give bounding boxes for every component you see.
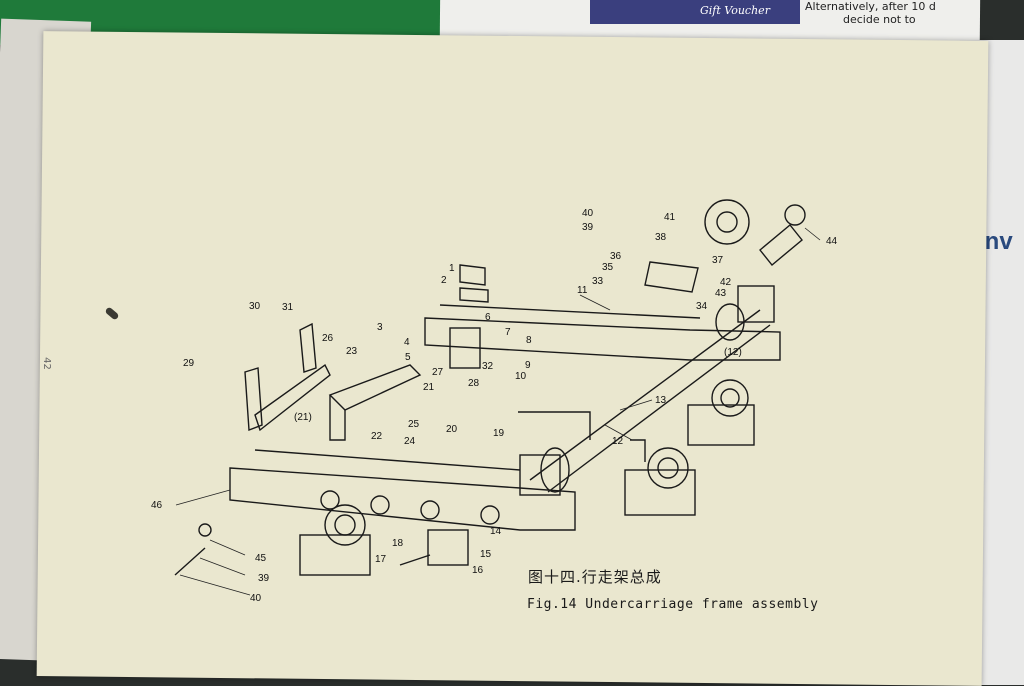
figure-caption-english: Fig.14 Undercarriage frame assembly <box>527 597 819 612</box>
label-40-top: 40 <box>582 208 594 219</box>
label-18: 18 <box>392 538 404 549</box>
label-24: 24 <box>404 436 416 447</box>
frame-hole-2 <box>370 495 390 515</box>
shaft-end-lower <box>540 447 570 493</box>
corner-note-line1: Alternatively, after 10 d <box>805 0 936 13</box>
label-36: 36 <box>610 251 622 262</box>
figure-caption-chinese: 图十四.行走架总成 <box>528 568 662 586</box>
flange-16 <box>427 529 469 566</box>
label-9: 9 <box>525 360 531 371</box>
diagram-strokes <box>174 199 806 576</box>
label-35: 35 <box>602 262 614 273</box>
leader-lines <box>175 227 821 596</box>
bolt-17 <box>399 554 431 566</box>
label-30: 30 <box>249 301 261 312</box>
label-33: 33 <box>592 276 604 287</box>
label-29: 29 <box>183 358 195 369</box>
voucher-text: Gift Voucher <box>700 4 770 17</box>
label-2: 2 <box>441 275 447 286</box>
frame-hole-1 <box>320 490 340 510</box>
label-21: 21 <box>423 382 435 393</box>
label-46: 46 <box>151 500 163 511</box>
bearing-block-2 <box>624 447 696 516</box>
label-4: 4 <box>404 337 410 348</box>
bearing-block-1 <box>299 504 371 576</box>
label-14: 14 <box>490 526 502 537</box>
plate-42 <box>644 261 699 293</box>
part-1 <box>459 264 486 286</box>
bracket-12 <box>518 411 646 462</box>
side-plate <box>254 363 331 432</box>
bolt-40-bottom <box>174 547 206 576</box>
label-22: 22 <box>371 431 383 442</box>
label-45: 45 <box>255 553 267 564</box>
label-16: 16 <box>472 565 484 576</box>
label-37: 37 <box>712 255 724 266</box>
label-28: 28 <box>468 378 480 389</box>
part-2 <box>459 287 489 303</box>
label-19: 19 <box>493 428 505 439</box>
housing-5 <box>449 327 481 369</box>
label-1: 1 <box>449 263 455 274</box>
bracket-plate-29 <box>244 367 263 431</box>
cross-beam-leg <box>329 395 346 441</box>
label-32: 32 <box>482 361 494 372</box>
label-40-bottom: 40 <box>250 593 262 604</box>
label-6: 6 <box>485 312 491 323</box>
corner-note-line2: decide not to <box>843 13 916 26</box>
label-13: 13 <box>655 395 667 406</box>
label-12-paren: (12) <box>724 347 742 358</box>
label-43: 43 <box>715 288 727 299</box>
label-20: 20 <box>446 424 458 435</box>
part-labels: 1 2 3 4 5 6 7 8 9 10 11 (12) 12 13 14 15… <box>151 208 838 604</box>
frame-hole-4 <box>480 505 500 525</box>
label-42: 42 <box>720 277 732 288</box>
gear-41 <box>704 199 750 245</box>
label-44: 44 <box>826 236 838 247</box>
bracket-plate-26 <box>299 322 317 373</box>
frame-hole-3 <box>420 500 440 520</box>
label-3: 3 <box>377 322 383 333</box>
label-11: 11 <box>577 285 588 296</box>
label-27: 27 <box>432 367 444 378</box>
drive-shaft-bottom <box>547 324 771 493</box>
label-17: 17 <box>375 554 387 565</box>
label-10: 10 <box>515 371 527 382</box>
label-7: 7 <box>505 327 511 338</box>
lower-frame-beam <box>229 467 576 531</box>
upper-frame-top-edge <box>439 304 701 319</box>
shaft-flange-upper <box>737 285 775 323</box>
bracket-44 <box>759 224 803 266</box>
label-38: 38 <box>655 232 667 243</box>
lower-frame-top-edge <box>254 449 521 471</box>
label-34: 34 <box>696 301 708 312</box>
label-5: 5 <box>405 352 411 363</box>
upper-frame-beam <box>424 317 781 361</box>
washer-45 <box>198 523 212 537</box>
label-23: 23 <box>346 346 358 357</box>
label-39-top: 39 <box>582 222 594 233</box>
label-26: 26 <box>322 333 334 344</box>
drive-shaft-top <box>529 309 761 481</box>
label-25: 25 <box>408 419 420 430</box>
cross-beam <box>328 364 422 411</box>
label-8: 8 <box>526 335 532 346</box>
voucher-strip <box>590 0 800 24</box>
label-15: 15 <box>480 549 492 560</box>
shaft-flange-lower <box>519 454 561 496</box>
label-39-bottom: 39 <box>258 573 270 584</box>
label-41: 41 <box>664 212 676 223</box>
label-31: 31 <box>282 302 294 313</box>
label-21-paren: (21) <box>294 412 312 423</box>
label-12: 12 <box>612 436 624 447</box>
corner-note: Alternatively, after 10 d decide not to <box>805 0 1005 26</box>
bearing-block-3 <box>687 379 755 446</box>
